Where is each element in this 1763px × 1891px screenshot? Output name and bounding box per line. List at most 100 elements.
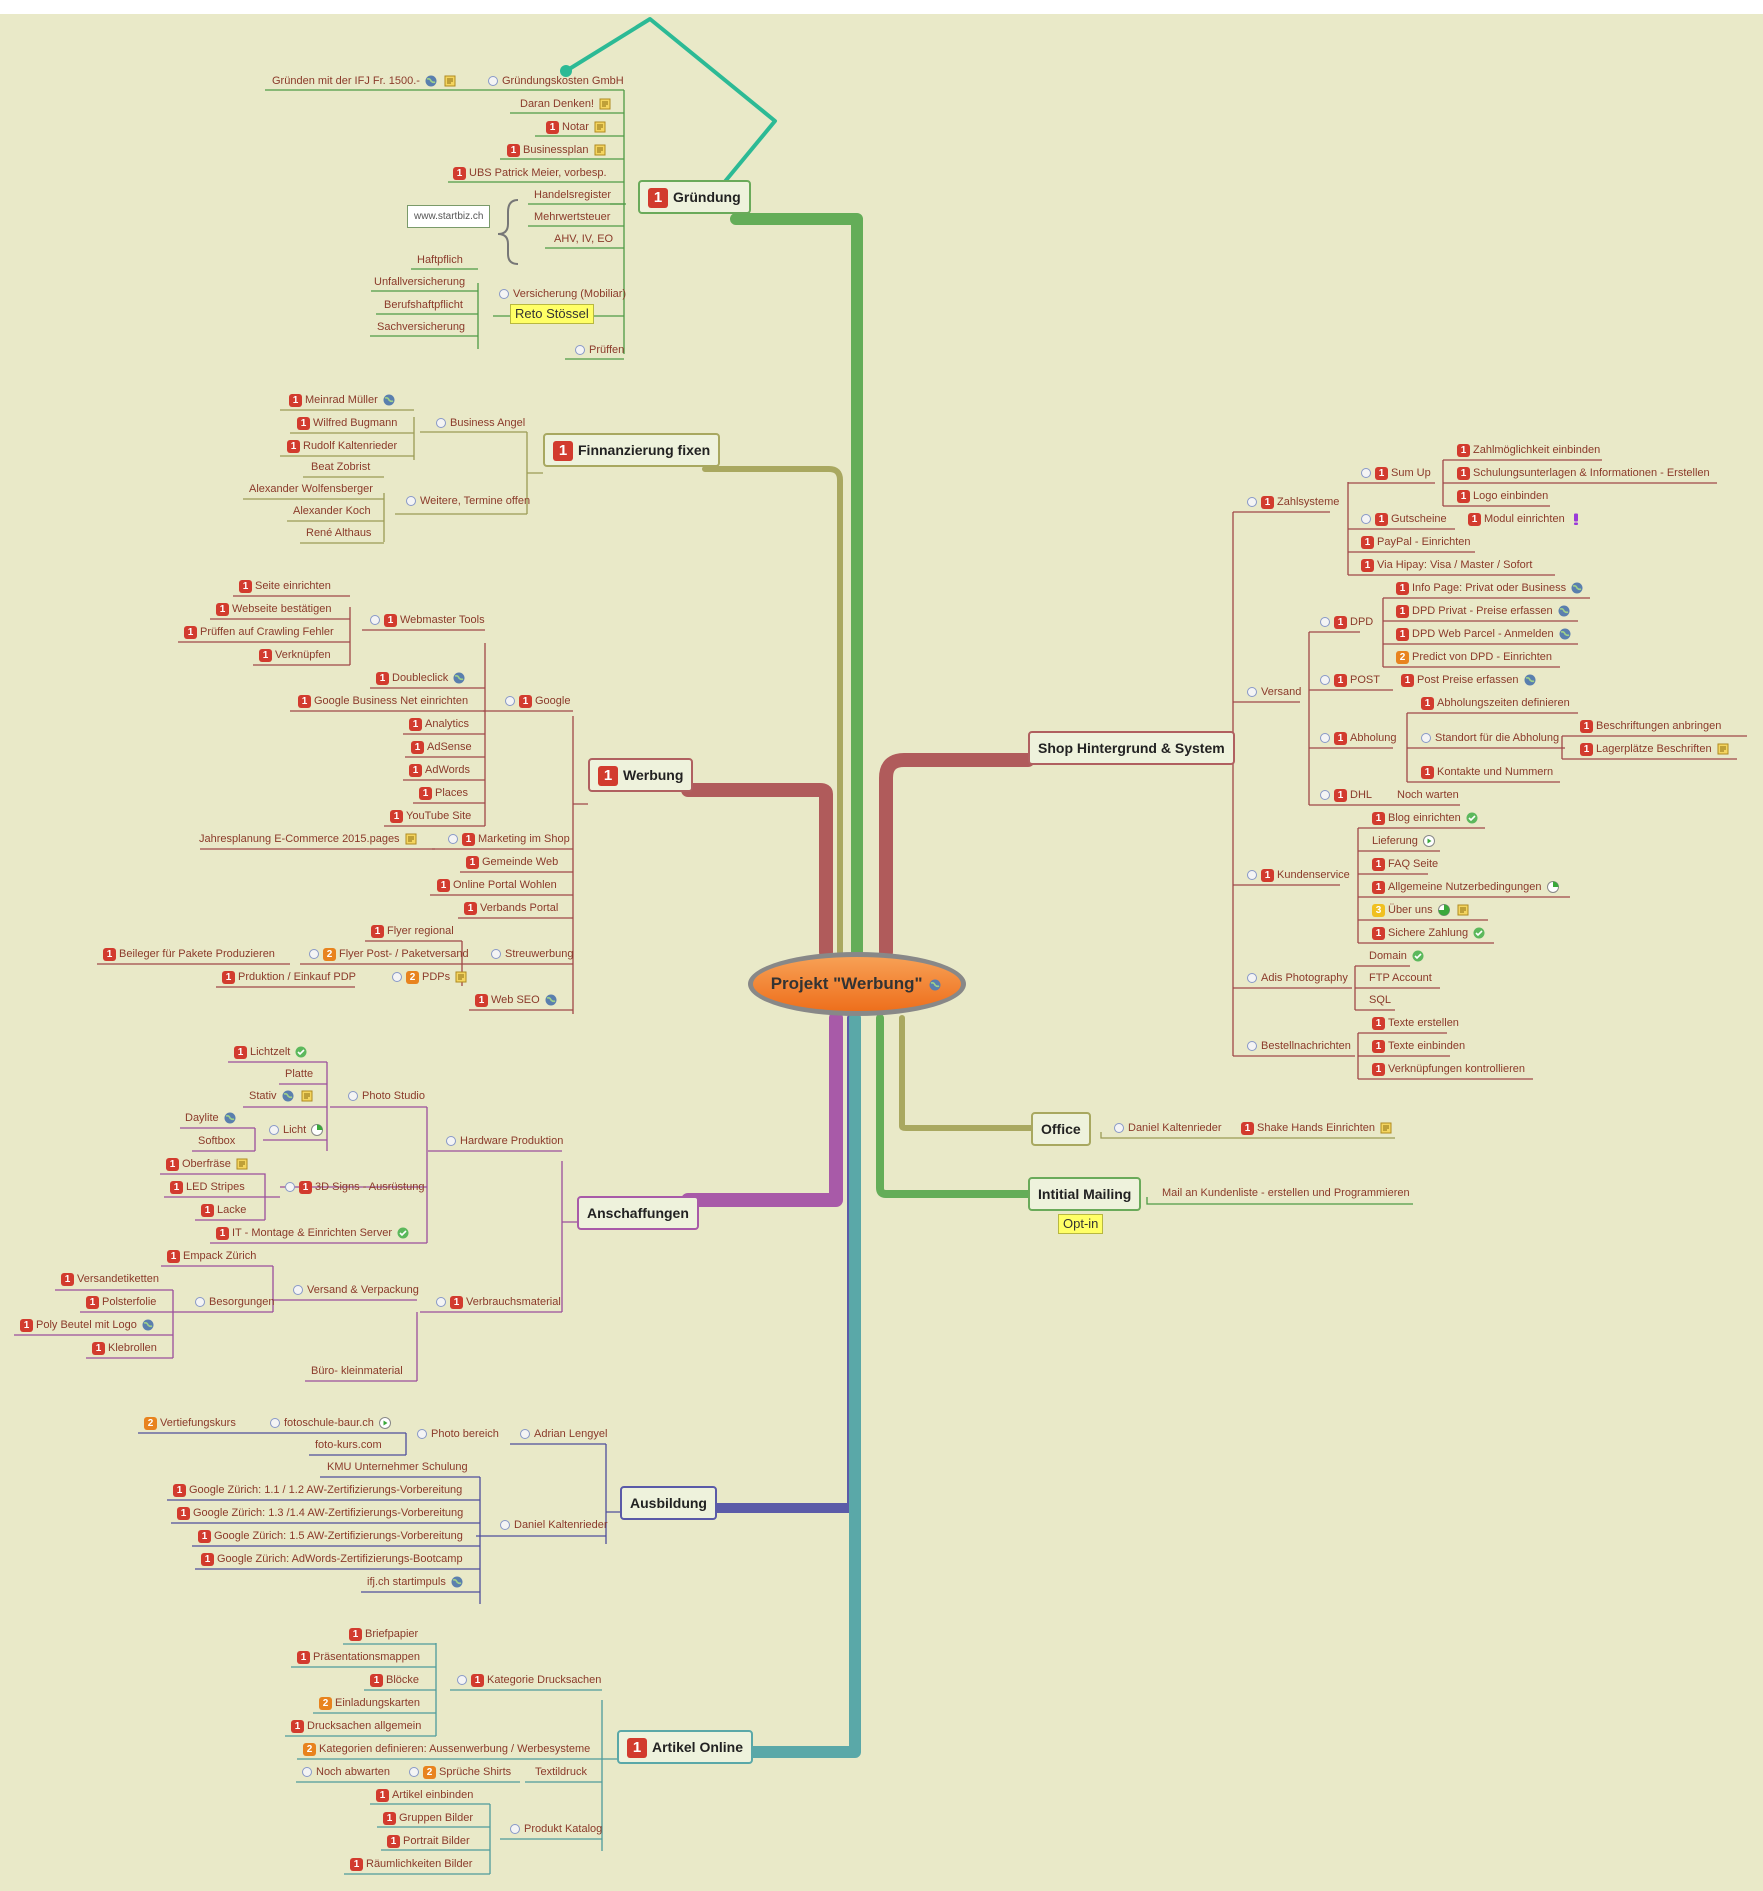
subtopic[interactable]: KMU Unternehmer Schulung xyxy=(327,1459,468,1475)
subtopic[interactable]: Jahresplanung E-Commerce 2015.pages xyxy=(199,831,419,847)
collapse-toggle-icon[interactable] xyxy=(302,1767,312,1778)
collapse-toggle-icon[interactable] xyxy=(505,696,515,707)
collapse-toggle-icon[interactable] xyxy=(491,949,501,960)
collapse-toggle-icon[interactable] xyxy=(500,1520,510,1531)
startbiz-box[interactable]: www.startbiz.ch xyxy=(407,205,491,228)
collapse-toggle-icon[interactable] xyxy=(436,418,446,429)
subtopic[interactable]: Alexander Wolfensberger xyxy=(249,481,373,497)
subtopic[interactable]: Platte xyxy=(285,1066,313,1082)
subtopic[interactable]: Beat Zobrist xyxy=(311,459,370,475)
collapse-toggle-icon[interactable] xyxy=(1320,733,1330,744)
subtopic[interactable]: FTP Account xyxy=(1369,970,1432,986)
subtopic[interactable]: AHV, IV, EO xyxy=(554,231,613,247)
subtopic[interactable]: Versand & Verpackung xyxy=(293,1282,419,1298)
collapse-toggle-icon[interactable] xyxy=(293,1285,303,1296)
collapse-toggle-icon[interactable] xyxy=(457,1675,467,1686)
subtopic[interactable]: Licht xyxy=(269,1122,325,1138)
subtopic[interactable]: Photo Studio xyxy=(348,1088,425,1104)
collapse-toggle-icon[interactable] xyxy=(417,1429,427,1440)
collapse-toggle-icon[interactable] xyxy=(392,972,402,983)
subtopic[interactable]: Domain xyxy=(1369,948,1426,964)
subtopic[interactable]: Sachversicherung xyxy=(377,319,465,335)
subtopic[interactable]: Unfallversicherung xyxy=(374,274,465,290)
subtopic[interactable]: ifj.ch startimpuls xyxy=(367,1574,465,1590)
collapse-toggle-icon[interactable] xyxy=(1247,497,1257,508)
collapse-toggle-icon[interactable] xyxy=(1247,687,1257,698)
subtopic[interactable]: fotoschule-baur.ch xyxy=(270,1415,393,1431)
subtopic[interactable]: Mehrwertsteuer xyxy=(534,209,610,225)
subtopic[interactable]: René Althaus xyxy=(306,525,371,541)
subtopic[interactable]: Besorgungen xyxy=(195,1294,274,1310)
topic-office[interactable]: Office xyxy=(1031,1112,1091,1146)
subtopic[interactable]: Bestellnachrichten xyxy=(1247,1038,1351,1054)
subtopic[interactable]: Versicherung (Mobiliar) xyxy=(499,286,626,302)
subtopic[interactable]: Produkt Katalog xyxy=(510,1821,602,1837)
subtopic[interactable]: Daniel Kaltenrieder xyxy=(1114,1120,1222,1136)
topic-shop[interactable]: Shop Hintergrund & System xyxy=(1028,731,1235,765)
collapse-toggle-icon[interactable] xyxy=(446,1136,456,1147)
collapse-toggle-icon[interactable] xyxy=(309,949,319,960)
collapse-toggle-icon[interactable] xyxy=(285,1182,295,1193)
central-topic[interactable]: Projekt "Werbung" xyxy=(748,952,966,1016)
collapse-toggle-icon[interactable] xyxy=(520,1429,530,1440)
collapse-toggle-icon[interactable] xyxy=(195,1297,205,1308)
collapse-toggle-icon[interactable] xyxy=(1361,514,1371,525)
subtopic[interactable]: Daylite xyxy=(185,1110,238,1126)
subtopic[interactable]: Daniel Kaltenrieder xyxy=(500,1517,608,1533)
subtopic[interactable]: Prüffen xyxy=(575,342,624,358)
subtopic[interactable]: Business Angel xyxy=(436,415,525,431)
collapse-toggle-icon[interactable] xyxy=(448,834,458,845)
subtopic[interactable]: Haftpflich xyxy=(417,252,463,268)
subtopic[interactable]: Daran Denken! xyxy=(520,96,613,112)
subtopic[interactable]: Photo bereich xyxy=(417,1426,499,1442)
subtopic[interactable]: Hardware Produktion xyxy=(446,1133,563,1149)
